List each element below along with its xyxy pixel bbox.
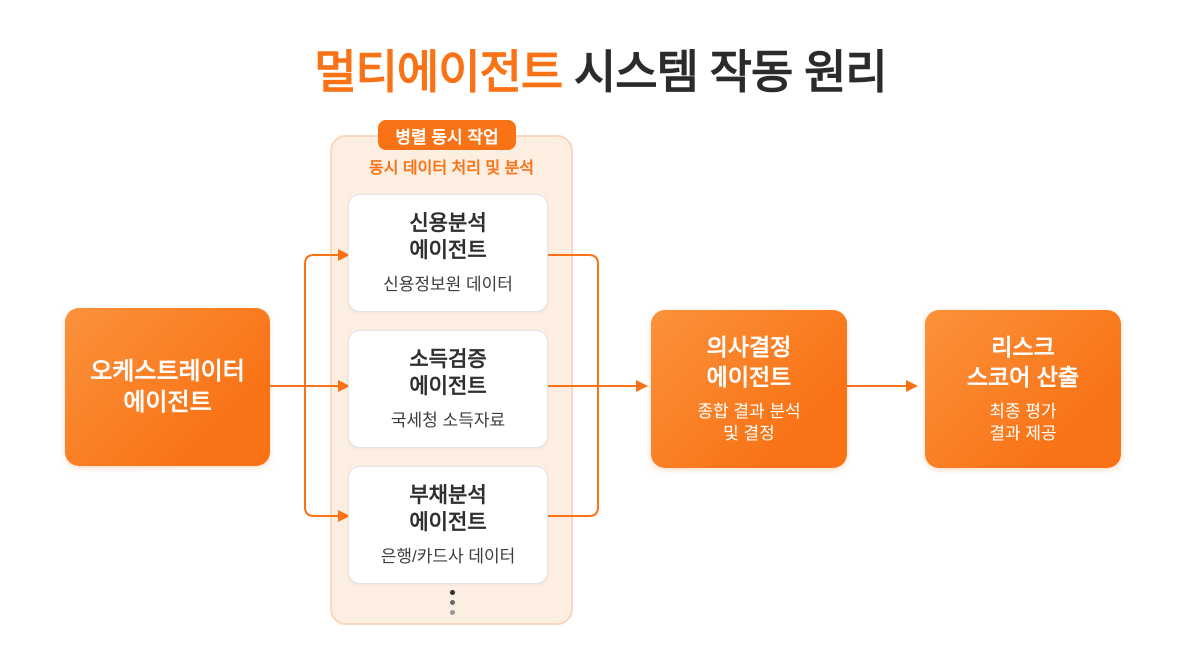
agent2-name-line2: 에이전트: [409, 374, 487, 398]
risk-score-title: 리스크 스코어 산출: [967, 333, 1079, 393]
risk-score-output-box: 리스크 스코어 산출 최종 평가 결과 제공: [925, 310, 1121, 468]
vertical-ellipsis-icon: [449, 590, 455, 615]
arrow-agents-to-decision: [548, 254, 636, 517]
orchestrator-agent-box: 오케스트레이터 에이전트: [65, 308, 270, 466]
agent3-name-line1: 부채분석: [409, 484, 487, 508]
ellipsis-dot: [449, 590, 455, 595]
income-verification-agent-title: 소득검증 에이전트: [409, 347, 486, 400]
page-title-rest: 시스템 작동 원리: [562, 46, 888, 98]
arrowhead-into-decision: [636, 380, 648, 392]
risk-title-line1: 리스크: [991, 334, 1055, 361]
arrowheads-into-agents: [338, 249, 350, 522]
debt-analysis-agent-title: 부채분석 에이전트: [409, 483, 486, 536]
orchestrator-agent-title: 오케스트레이터 에이전트: [90, 356, 245, 418]
credit-analysis-agent-card: 신용분석 에이전트 신용정보원 데이터: [348, 194, 548, 312]
arrowhead-into-risk: [906, 380, 918, 392]
income-verification-agent-source: 국세청 소득자료: [390, 410, 506, 430]
credit-analysis-agent-source: 신용정보원 데이터: [383, 274, 513, 294]
parallel-work-badge: 병렬 동시 작업: [378, 120, 516, 150]
ellipsis-dot: [449, 610, 455, 615]
risk-desc-line2: 결과 제공: [989, 423, 1057, 443]
risk-score-desc: 최종 평가 결과 제공: [989, 401, 1056, 445]
page-title-highlight: 멀티에이전트: [314, 46, 563, 98]
agent1-name-line2: 에이전트: [409, 238, 487, 262]
ellipsis-dot: [449, 600, 455, 605]
decision-desc-line2: 및 결정: [723, 423, 775, 443]
debt-analysis-agent-card: 부채분석 에이전트 은행/카드사 데이터: [348, 466, 548, 584]
orchestrator-title-line2: 에이전트: [123, 389, 212, 416]
debt-analysis-agent-source: 은행/카드사 데이터: [380, 546, 516, 566]
decision-agent-desc: 종합 결과 분석 및 결정: [697, 401, 800, 445]
decision-agent-box: 의사결정 에이전트 종합 결과 분석 및 결정: [651, 310, 847, 468]
parallel-panel-subtitle: 동시 데이터 처리 및 분석: [369, 160, 534, 177]
decision-agent-title: 의사결정 에이전트: [707, 333, 792, 393]
arrow-orchestrator-to-agents: [270, 254, 338, 517]
orchestrator-title-line1: 오케스트레이터: [90, 357, 245, 385]
risk-desc-line1: 최종 평가: [989, 401, 1057, 421]
agent2-name-line1: 소득검증: [409, 348, 487, 372]
page-title: 멀티에이전트 시스템 작동 원리: [0, 36, 1201, 102]
decision-title-line2: 에이전트: [706, 363, 792, 390]
decision-desc-line1: 종합 결과 분석: [697, 401, 801, 421]
credit-analysis-agent-title: 신용분석 에이전트: [409, 211, 486, 264]
risk-title-line2: 스코어 산출: [966, 363, 1080, 390]
agent3-name-line2: 에이전트: [409, 510, 487, 534]
agent1-name-line1: 신용분석: [409, 212, 487, 236]
decision-title-line1: 의사결정: [706, 334, 792, 361]
income-verification-agent-card: 소득검증 에이전트 국세청 소득자료: [348, 330, 548, 448]
